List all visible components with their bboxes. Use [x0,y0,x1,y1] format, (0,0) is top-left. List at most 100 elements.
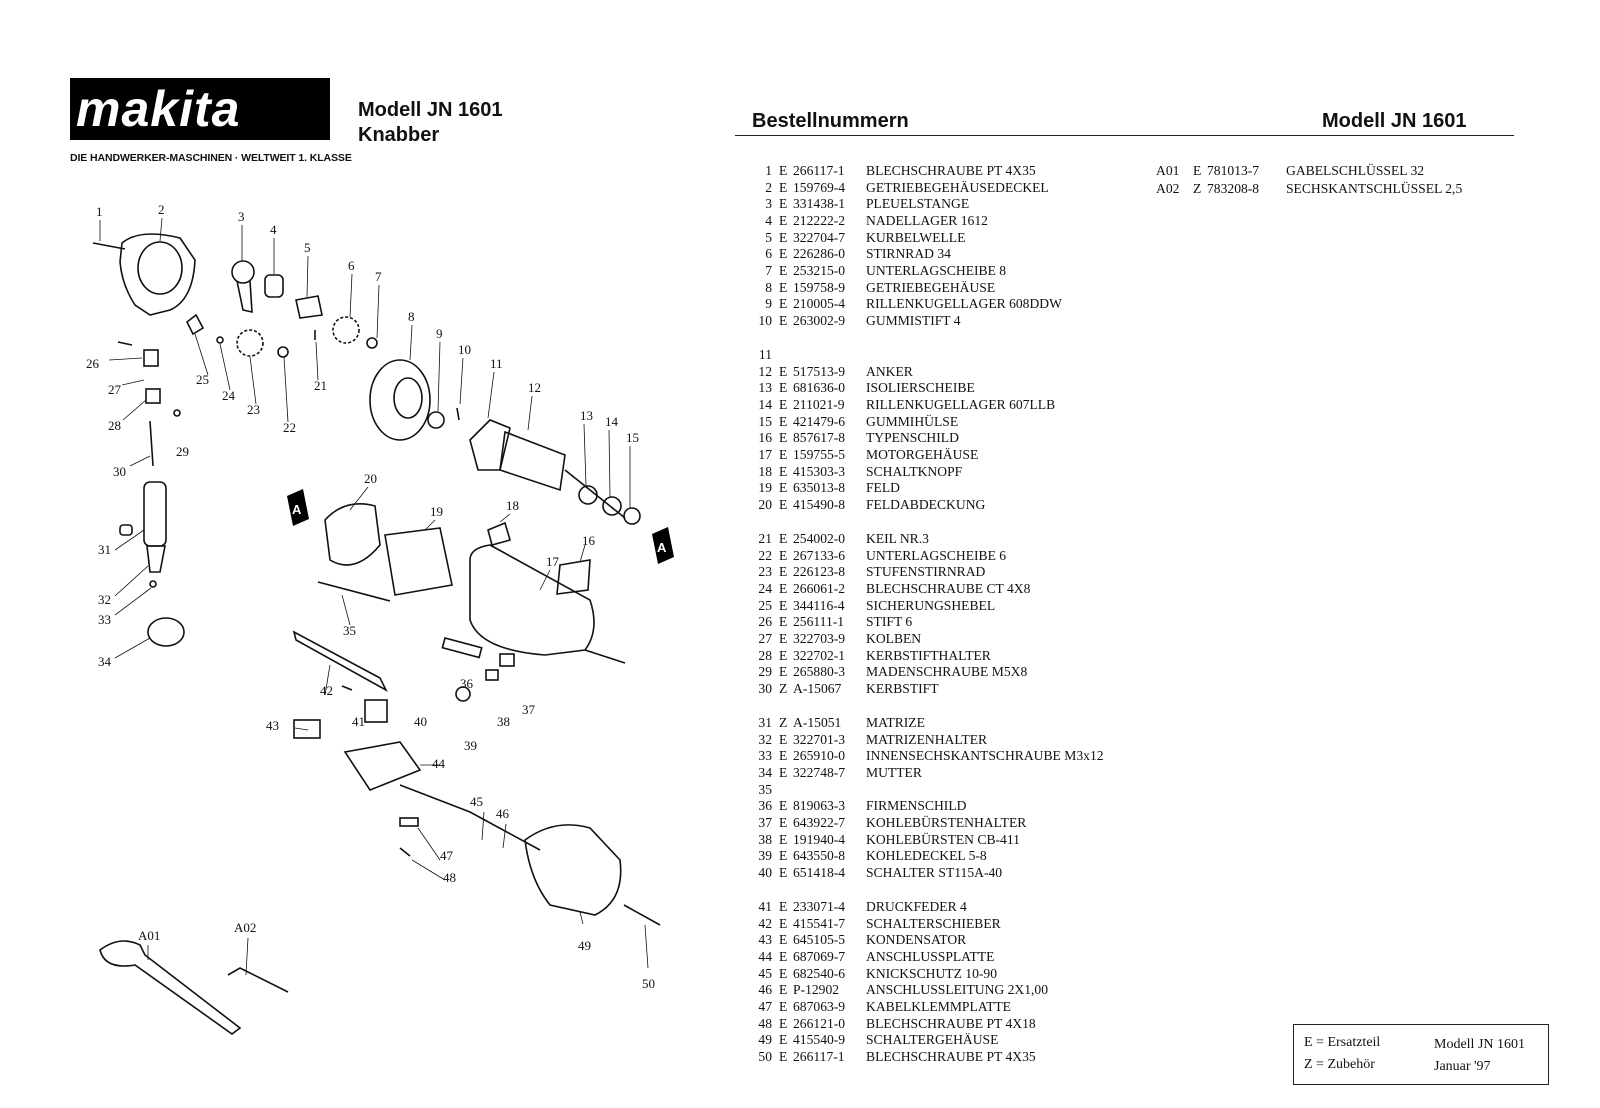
order-number: 819063-3 [793,798,846,814]
callout-45: 45 [470,794,483,809]
part-type: E [779,296,788,312]
order-number: 421479-6 [793,413,846,429]
order-number: 263002-9 [793,312,846,328]
part-number: 3 [765,196,772,212]
part-type: E [779,547,788,563]
brand-logotype: makita [76,81,241,137]
callout-36: 36 [460,676,474,691]
part-type: E [779,163,788,178]
part-number: 9 [765,296,772,312]
svg-text:A: A [292,502,302,517]
part-number: 28 [758,647,772,663]
order-number: 344116-4 [793,597,845,613]
part-type: E [779,998,788,1014]
callout-35: 35 [343,623,356,638]
part-description: SCHALTERSCHIEBER [866,915,1001,931]
part-description: BLECHSCHRAUBE PT 4X35 [866,163,1036,178]
part-description: BLECHSCHRAUBE PT 4X35 [866,1048,1036,1064]
callout-23: 23 [247,402,260,417]
part-number: 47 [758,998,772,1014]
part-48-screw [399,847,411,857]
part-number: 18 [758,463,772,479]
part-type: E [779,446,788,462]
order-numbers-heading: Bestellnummern [752,110,909,132]
part-description: KERBSTIFT [866,680,939,696]
callout-21: 21 [314,378,327,393]
part-description: RILLENKUGELLAGER 607LLB [866,396,1056,412]
part-type: E [779,580,788,596]
part-45-strain-relief [399,784,541,851]
order-number: 415490-8 [793,496,846,512]
part-number: 17 [758,446,772,462]
order-number: 322702-1 [793,647,846,663]
part-number: 12 [758,363,772,379]
part-number: 19 [758,480,772,496]
order-number: 415540-9 [793,1032,846,1048]
part-type: E [779,229,788,245]
part-number: 4 [765,212,772,228]
part-number: 14 [758,396,772,412]
callout-a02: A02 [234,920,256,935]
part-description: ANSCHLUSSLEITUNG 2X1,00 [866,982,1049,998]
order-number: 643550-8 [793,848,846,864]
part-27-piston [143,349,159,367]
accessory-description: SECHSKANTSCHLÜSSEL 2,5 [1286,181,1463,196]
part-number: 45 [758,965,772,981]
callout-8: 8 [408,309,415,324]
part-37-brush-holder [499,653,515,667]
part-description: KURBELWELLE [866,229,966,245]
part-description: STIFT 6 [866,614,913,630]
part-5-crankshaft [295,295,323,319]
part-description: MADENSCHRAUBE M5X8 [866,664,1028,680]
part-description: ANKER [866,363,913,379]
part-25-lock-lever [185,313,205,336]
part-type: E [779,413,788,429]
order-number: 159755-5 [793,446,846,462]
part-description: FIRMENSCHILD [866,798,967,814]
part-16-type-plate [556,559,591,595]
part-type: E [779,196,788,212]
part-number: 34 [758,764,772,780]
part-type: E [779,179,788,195]
callout-15: 15 [626,430,639,445]
accessory-a01-wrench [99,940,242,1035]
part-description: MATRIZENHALTER [866,731,988,747]
part-number: 22 [758,547,772,563]
callout-18: 18 [506,498,519,513]
callout-17: 17 [546,554,560,569]
part-type: E [779,899,788,914]
part-description: GUMMISTIFT 4 [866,312,961,328]
part-type: E [779,1015,788,1031]
part-type: E [779,212,788,228]
list-model-title: Modell JN 1601 [1322,110,1467,132]
callout-40: 40 [414,714,427,729]
model-title: Modell JN 1601 Knabber [358,98,503,148]
part-type: E [779,948,788,964]
part-description: SCHALTKNOPF [866,463,963,479]
legend-box: E = Ersatzteil Z = Zubehör Modell JN 160… [1293,1024,1549,1085]
part-type: E [779,312,788,328]
part-38-carbon-brush [485,669,499,681]
order-number: 266117-1 [793,1048,845,1064]
part-13-insulating-disc [578,485,598,505]
part-description: RILLENKUGELLAGER 608DDW [866,296,1062,312]
part-number: 41 [758,899,772,914]
part-1-screw [92,242,126,250]
part-number: 7 [765,262,772,278]
part-type: E [779,630,788,646]
part-type: E [779,664,788,680]
callout-43: 43 [266,718,279,733]
part-number: 46 [758,982,772,998]
callout-47: 47 [440,848,454,863]
part-32-die-holder [146,545,166,573]
part-31-die-holder [143,481,167,547]
part-type: E [779,363,788,379]
part-number: 35 [758,781,772,797]
part-type: E [779,965,788,981]
part-description: MATRIZE [866,715,925,730]
order-number: 256111-1 [793,614,845,630]
part-number: 1 [765,163,772,178]
accessory-order-number: 783208-8 [1207,181,1260,196]
part-description: KOLBEN [866,630,922,646]
order-number: 253215-0 [793,262,846,278]
